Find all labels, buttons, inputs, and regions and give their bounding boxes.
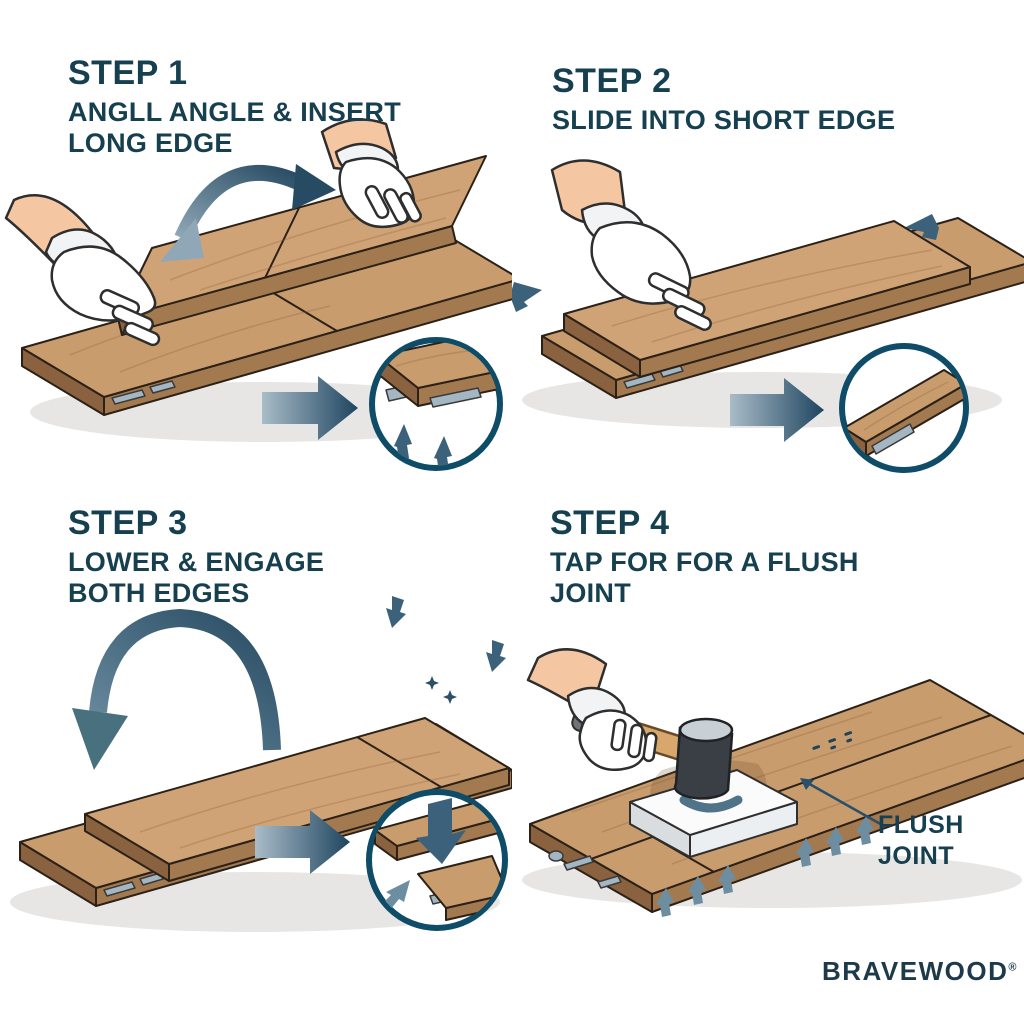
step-4-subtitle: TAP FOR FOR A FLUSH JOINT — [550, 546, 859, 609]
step-3-header: STEP 3 LOWER & ENGAGE BOTH EDGES — [68, 504, 325, 610]
left-gloved-hand — [4, 194, 161, 347]
step-4-title: STEP 4 — [550, 504, 670, 542]
step-2-panel: STEP 2 SLIDE INTO SHORT EDGE — [512, 0, 1024, 512]
flush-joint-label: FLUSH JOINT — [878, 811, 964, 871]
click-lock-hardware — [111, 389, 146, 405]
slide-direction-arrow — [904, 214, 939, 240]
step-2-header: STEP 2 SLIDE INTO SHORT EDGE — [552, 62, 896, 136]
small-down-arrow — [386, 596, 406, 628]
brand-logo: BRAVEWOOD® — [822, 956, 1016, 987]
step-1-subtitle: ANGLL ANGLE & INSERT LONG EDGE — [68, 96, 402, 159]
step-3-panel: STEP 3 LOWER & ENGAGE BOTH EDGES — [0, 505, 512, 1024]
click-lock-hardware — [149, 380, 176, 394]
next-arrow-icon — [255, 810, 350, 874]
lower-arrow-icon — [72, 608, 281, 770]
step-1-title: STEP 1 — [68, 54, 188, 92]
pressing-gloved-hand — [550, 159, 712, 331]
impact-mark — [679, 795, 743, 813]
sparkle — [425, 676, 439, 690]
step-2-subtitle: SLIDE INTO SHORT EDGE — [552, 104, 896, 135]
brand-trademark: ® — [1008, 961, 1017, 974]
next-arrow-icon — [730, 378, 824, 442]
sparkle — [443, 690, 457, 704]
detail-inset-step3 — [366, 789, 508, 931]
installed-plank-row — [21, 229, 512, 416]
flush-joint-leader — [800, 778, 885, 828]
small-down-arrow — [486, 640, 506, 672]
step-2-illustration — [512, 159, 1024, 473]
step-3-title: STEP 3 — [68, 504, 188, 542]
small-push-arrow — [512, 282, 542, 312]
small-up-arrow — [382, 880, 410, 910]
step-1-header: STEP 1 ANGLL ANGLE & INSERT LONG EDGE — [68, 54, 402, 160]
joint-tick-marks — [812, 731, 853, 750]
tapping-block — [629, 769, 798, 858]
mallet-gripping-hand — [526, 648, 658, 771]
brand-name: BRAVEWOOD — [822, 956, 1009, 986]
small-up-arrow — [434, 436, 452, 466]
step-4-panel: STEP 4 TAP FOR FOR A FLUSH JOINT — [512, 505, 1024, 1024]
mallet-head — [673, 726, 734, 800]
step-1-illustration — [4, 118, 512, 471]
step-2-title: STEP 2 — [552, 62, 672, 100]
step-4-header: STEP 4 TAP FOR FOR A FLUSH JOINT — [550, 504, 859, 610]
rotate-arrow-icon — [160, 164, 336, 262]
detail-inset-step1 — [369, 337, 503, 471]
detail-inset-step2 — [839, 343, 969, 473]
step-3-subtitle: LOWER & ENGAGE BOTH EDGES — [68, 546, 325, 609]
new-plank — [563, 220, 971, 378]
next-arrow-icon — [262, 376, 358, 440]
step-1-panel: STEP 1 ANGLL ANGLE & INSERT LONG EDGE — [0, 0, 512, 512]
step-3-illustration — [10, 596, 512, 932]
step-4-illustration — [522, 648, 1024, 917]
right-gloved-hand — [320, 118, 422, 229]
press-down-arrow — [416, 798, 466, 864]
small-up-arrow — [394, 424, 412, 460]
tap-up-arrows — [656, 816, 874, 917]
